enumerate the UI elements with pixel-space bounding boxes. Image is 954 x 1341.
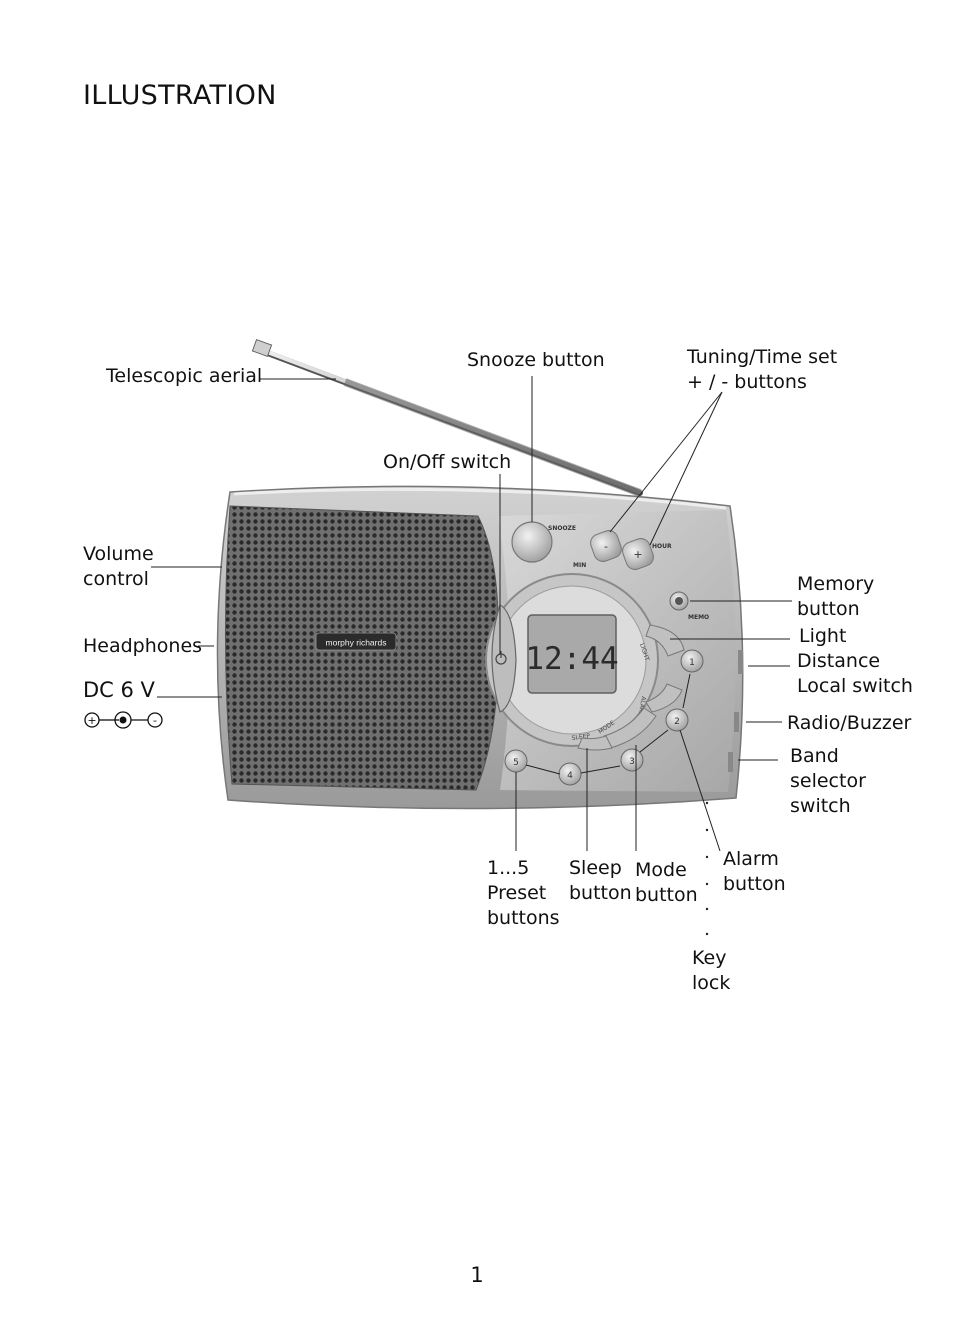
label-alarm-button: Alarm button [723,847,786,897]
distance-local-switch[interactable] [738,650,743,674]
plus-mark: + [633,548,642,561]
on-off-switch[interactable] [491,604,517,713]
label-distance-line-1: Distance [797,650,881,672]
tuning-minus-button[interactable]: - [588,528,624,564]
label-distance-line-2: Local switch [797,675,913,697]
preset-2-mark: 2 [674,717,680,727]
hour-mark: HOUR [652,543,672,550]
tuning-plus-button[interactable]: + [620,536,656,572]
label-tuning-line-1: Tuning/Time set [687,346,838,368]
label-tuning-time-set: Tuning/Time set + / - buttons [687,345,837,395]
memory-button[interactable] [669,591,689,611]
label-onoff-switch: On/Off switch [383,451,512,473]
radio-buzzer-switch[interactable] [734,712,739,732]
label-band-line-3: switch [790,795,851,817]
label-band-line-1: Band [790,745,839,767]
minus-mark: - [604,540,608,553]
label-preset-line-1: 1...5 [487,857,530,879]
snooze-button[interactable] [511,521,553,563]
dc-polarity-symbol: + - [84,711,163,729]
preset-5-mark: 5 [513,758,519,768]
sleep-mark: SLEEP [571,732,591,742]
label-memory-line-1: Memory [797,573,875,595]
preset-button-2[interactable]: 2 [665,708,689,732]
min-mark: MIN [573,562,586,569]
label-headphones: Headphones [83,635,203,657]
label-key-line-2: lock [692,972,731,994]
label-radio-buzzer: Radio/Buzzer [787,712,912,734]
label-mode-line-1: Mode [635,859,687,881]
label-memory-button: Memory button [797,572,874,622]
label-distance-local-switch: Distance Local switch [797,649,913,699]
preset-1-mark: 1 [689,658,695,668]
dc-plus-sign: + [87,714,96,727]
label-band-line-2: selector [790,770,866,792]
alarm-button[interactable] [645,683,683,713]
alarm-mark: ALARM [636,696,647,718]
preset-3-mark: 3 [629,757,635,767]
sleep-button[interactable] [577,735,613,751]
page-heading: ILLUSTRATION [83,80,277,111]
mode-button[interactable] [603,707,657,749]
label-snooze-button: Snooze button [467,349,605,371]
label-volume-line-2: control [83,568,149,590]
display-dial: 12:44 LIGHT MODE SLEEP ALARM [485,573,659,747]
label-volume-control: Volume control [83,542,154,592]
telescopic-aerial [251,338,643,497]
label-sleep-line-1: Sleep [569,857,622,879]
memo-mark: MEMO [688,614,709,621]
leader-lines [151,376,792,852]
speaker-grille: morphy richards [224,505,499,791]
preset-button-3[interactable]: 3 [620,748,644,772]
label-telescopic-aerial: Telescopic aerial [106,365,263,387]
snooze-mark: SNOOZE [548,525,576,532]
label-mode-button: Mode button [635,858,698,908]
label-preset-line-2: Preset [487,882,547,904]
lcd-time: 12:44 [525,641,618,677]
label-preset-buttons: 1...5 Preset buttons [487,856,560,931]
preset-button-4[interactable]: 4 [558,762,582,786]
band-selector-switch[interactable] [728,752,733,772]
page-number: 1 [470,1263,484,1287]
brand-badge [315,632,397,651]
label-band-selector-switch: Band selector switch [790,744,866,819]
light-button[interactable] [645,624,685,657]
lcd-screen [527,614,617,694]
label-dc-6v: DC 6 V [83,678,155,702]
label-light: Light [799,625,847,647]
label-preset-line-3: buttons [487,907,560,929]
label-key-line-1: Key [692,947,727,969]
key-lock-dots [705,801,709,936]
brand-logo: morphy richards [326,638,387,648]
dc-minus-sign: - [153,714,157,727]
preset-button-5[interactable]: 5 [504,749,528,773]
label-mode-line-2: button [635,884,698,906]
preset-4-mark: 4 [567,771,573,781]
label-alarm-line-1: Alarm [723,848,779,870]
label-alarm-line-2: button [723,873,786,895]
label-volume-line-1: Volume [83,543,154,565]
label-memory-line-2: button [797,598,860,620]
label-sleep-line-2: button [569,882,632,904]
label-tuning-line-2: + / - buttons [687,371,807,393]
label-sleep-button: Sleep button [569,856,632,906]
preset-button-1[interactable]: 1 [680,649,704,673]
label-key-lock: Key lock [692,946,730,996]
